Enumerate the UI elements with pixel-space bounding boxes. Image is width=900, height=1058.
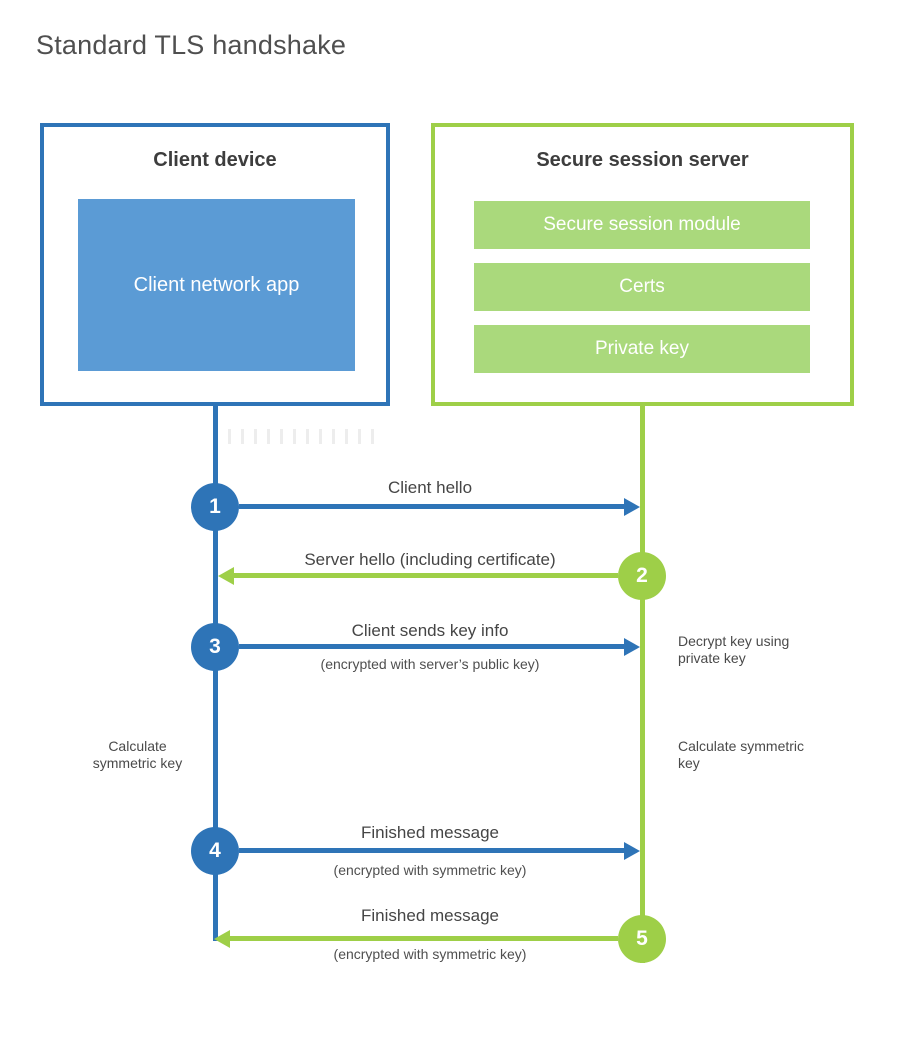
secure-session-module-label: Secure session module [543,214,741,235]
client-network-app-box: Client network app [78,199,355,371]
step-circle-4: 4 [191,827,239,875]
step-number-2: 2 [636,564,648,587]
step-number-1: 1 [209,495,221,518]
arrow-line-3 [239,644,624,649]
arrowhead-right-icon [624,638,640,656]
step-number-3: 3 [209,635,221,658]
step-number-5: 5 [636,927,648,950]
message-label-5: Finished message [361,906,499,925]
step-circle-1: 1 [191,483,239,531]
calculate-symmetric-key-client-note: Calculate symmetric key [92,738,183,771]
message-sublabel-5: (encrypted with symmetric key) [333,946,527,962]
secure-session-server-box: Secure session server Secure session mod… [431,123,854,406]
arrow-line-1 [239,504,624,509]
certs-bar: Certs [474,263,810,311]
arrow-line-4 [239,848,624,853]
server-lifeline [640,406,645,963]
diagram-title: Standard TLS handshake [36,30,347,60]
faint-dashed-artifact [228,429,384,444]
message-sublabel-4: (encrypted with symmetric key) [333,862,527,878]
decrypt-key-note: Decrypt key using private key [678,633,790,666]
arrowhead-left-icon [214,930,230,948]
client-network-app-label: Client network app [133,273,300,296]
client-device-title: Client device [153,149,277,171]
message-label-3: Client sends key info [351,621,509,640]
step-circle-3: 3 [191,623,239,671]
message-sublabel-3: (encrypted with server’s public key) [320,656,540,672]
client-lifeline [213,406,218,941]
step-number-4: 4 [209,839,221,862]
message-label-4: Finished message [361,823,499,842]
secure-session-module-bar: Secure session module [474,201,810,249]
client-device-box: Client device Client network app [40,123,390,406]
secure-session-server-title: Secure session server [536,149,749,171]
message-label-1: Client hello [387,478,473,497]
private-key-bar: Private key [474,325,810,373]
certs-label: Certs [619,276,665,297]
calculate-symmetric-key-server-note: Calculate symmetric key [678,738,805,771]
arrowhead-right-icon [624,498,640,516]
arrowhead-left-icon [218,567,234,585]
arrow-line-2 [234,573,618,578]
arrow-line-5 [230,936,618,941]
step-circle-5: 5 [618,915,666,963]
message-label-2: Server hello (including certificate) [304,550,556,569]
arrowhead-right-icon [624,842,640,860]
private-key-label: Private key [595,338,689,359]
step-circle-2: 2 [618,552,666,600]
